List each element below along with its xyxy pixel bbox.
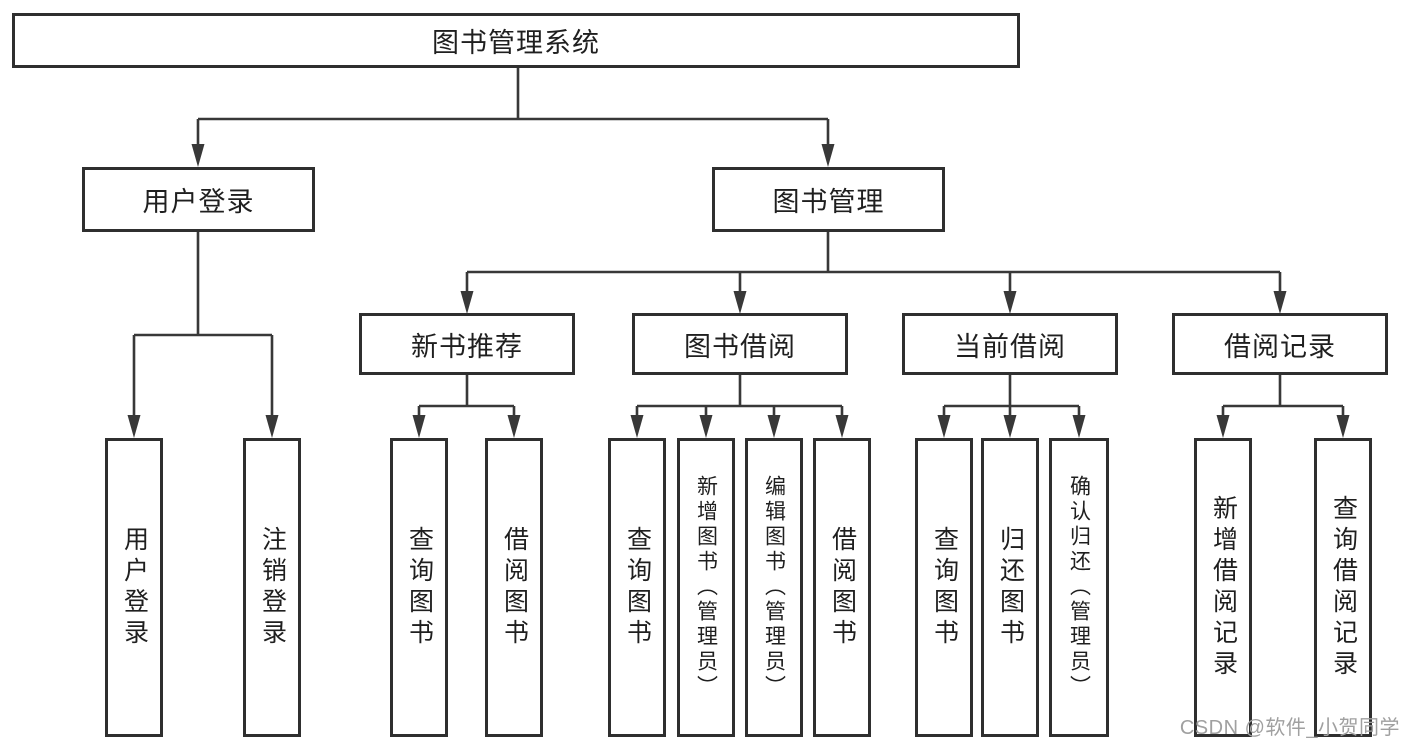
leaf-label: 用户登录 bbox=[120, 525, 149, 650]
arrowhead bbox=[835, 415, 849, 438]
arrowhead bbox=[733, 291, 747, 314]
node-book-borrowing: 图书借阅 bbox=[632, 313, 848, 375]
arrowhead bbox=[630, 415, 644, 438]
node-leaf-query-borrow-record: 查询借阅记录 bbox=[1314, 438, 1372, 737]
leaf-label: 查询图书 bbox=[930, 525, 959, 650]
arrowhead bbox=[1216, 415, 1230, 438]
arrowhead bbox=[412, 415, 426, 438]
connector-borrow-records-to-children bbox=[1216, 375, 1350, 438]
leaf-label: 查询借阅记录 bbox=[1329, 494, 1358, 681]
arrowhead bbox=[507, 415, 521, 438]
leaf-label: 注销登录 bbox=[258, 525, 287, 650]
connector-user-login-to-children bbox=[127, 232, 279, 438]
node-leaf-logout: 注销登录 bbox=[243, 438, 301, 737]
connector-current-borrow-to-children bbox=[937, 375, 1086, 438]
node-leaf-user-login: 用户登录 bbox=[105, 438, 163, 737]
arrowhead bbox=[1003, 291, 1017, 314]
node-leaf-edit-book-admin: 编辑图书（管理员） bbox=[745, 438, 803, 737]
arrowhead bbox=[1273, 291, 1287, 314]
connector-new-book-to-children bbox=[412, 375, 521, 438]
arrowhead bbox=[265, 415, 279, 438]
leaf-label: 查询图书 bbox=[405, 525, 434, 650]
csdn-watermark: CSDN @软件_小贺同学 bbox=[1179, 717, 1400, 739]
arrowhead bbox=[1072, 415, 1086, 438]
node-current-borrowing: 当前借阅 bbox=[902, 313, 1118, 375]
arrowhead bbox=[821, 144, 835, 167]
arrowhead bbox=[1336, 415, 1350, 438]
node-leaf-query-book-recommend: 查询图书 bbox=[390, 438, 448, 737]
leaf-label: 查询图书 bbox=[623, 525, 652, 650]
arrowhead bbox=[127, 415, 141, 438]
leaf-label: 归还图书 bbox=[996, 525, 1025, 650]
arrowhead bbox=[191, 144, 205, 167]
leaf-label: 确认归还（管理员） bbox=[1067, 475, 1091, 700]
node-leaf-confirm-return-admin: 确认归还（管理员） bbox=[1049, 438, 1109, 737]
node-book-management: 图书管理 bbox=[712, 167, 945, 232]
leaf-label: 借阅图书 bbox=[828, 525, 857, 650]
arrowhead bbox=[767, 415, 781, 438]
node-library-management-system: 图书管理系统 bbox=[12, 13, 1020, 68]
node-leaf-query-book-borrowing: 查询图书 bbox=[608, 438, 666, 737]
node-user-login: 用户登录 bbox=[82, 167, 315, 232]
leaf-label: 编辑图书（管理员） bbox=[762, 475, 786, 700]
node-leaf-add-borrow-record: 新增借阅记录 bbox=[1194, 438, 1252, 737]
arrowhead bbox=[699, 415, 713, 438]
node-borrowing-records: 借阅记录 bbox=[1172, 313, 1388, 375]
connector-root-to-level2 bbox=[191, 68, 835, 167]
node-leaf-return-book: 归还图书 bbox=[981, 438, 1039, 737]
node-new-book-recommendation: 新书推荐 bbox=[359, 313, 575, 375]
node-leaf-query-book-current: 查询图书 bbox=[915, 438, 973, 737]
arrowhead bbox=[937, 415, 951, 438]
connector-book-mgmt-to-level3 bbox=[460, 232, 1287, 314]
node-leaf-add-book-admin: 新增图书（管理员） bbox=[677, 438, 735, 737]
leaf-label: 新增借阅记录 bbox=[1209, 494, 1238, 681]
connector-book-borrow-to-children bbox=[630, 375, 849, 438]
arrowhead bbox=[1003, 415, 1017, 438]
node-leaf-borrow-book: 借阅图书 bbox=[813, 438, 871, 737]
arrowhead bbox=[460, 291, 474, 314]
node-leaf-borrow-book-recommend: 借阅图书 bbox=[485, 438, 543, 737]
leaf-label: 新增图书（管理员） bbox=[694, 475, 718, 700]
leaf-label: 借阅图书 bbox=[500, 525, 529, 650]
